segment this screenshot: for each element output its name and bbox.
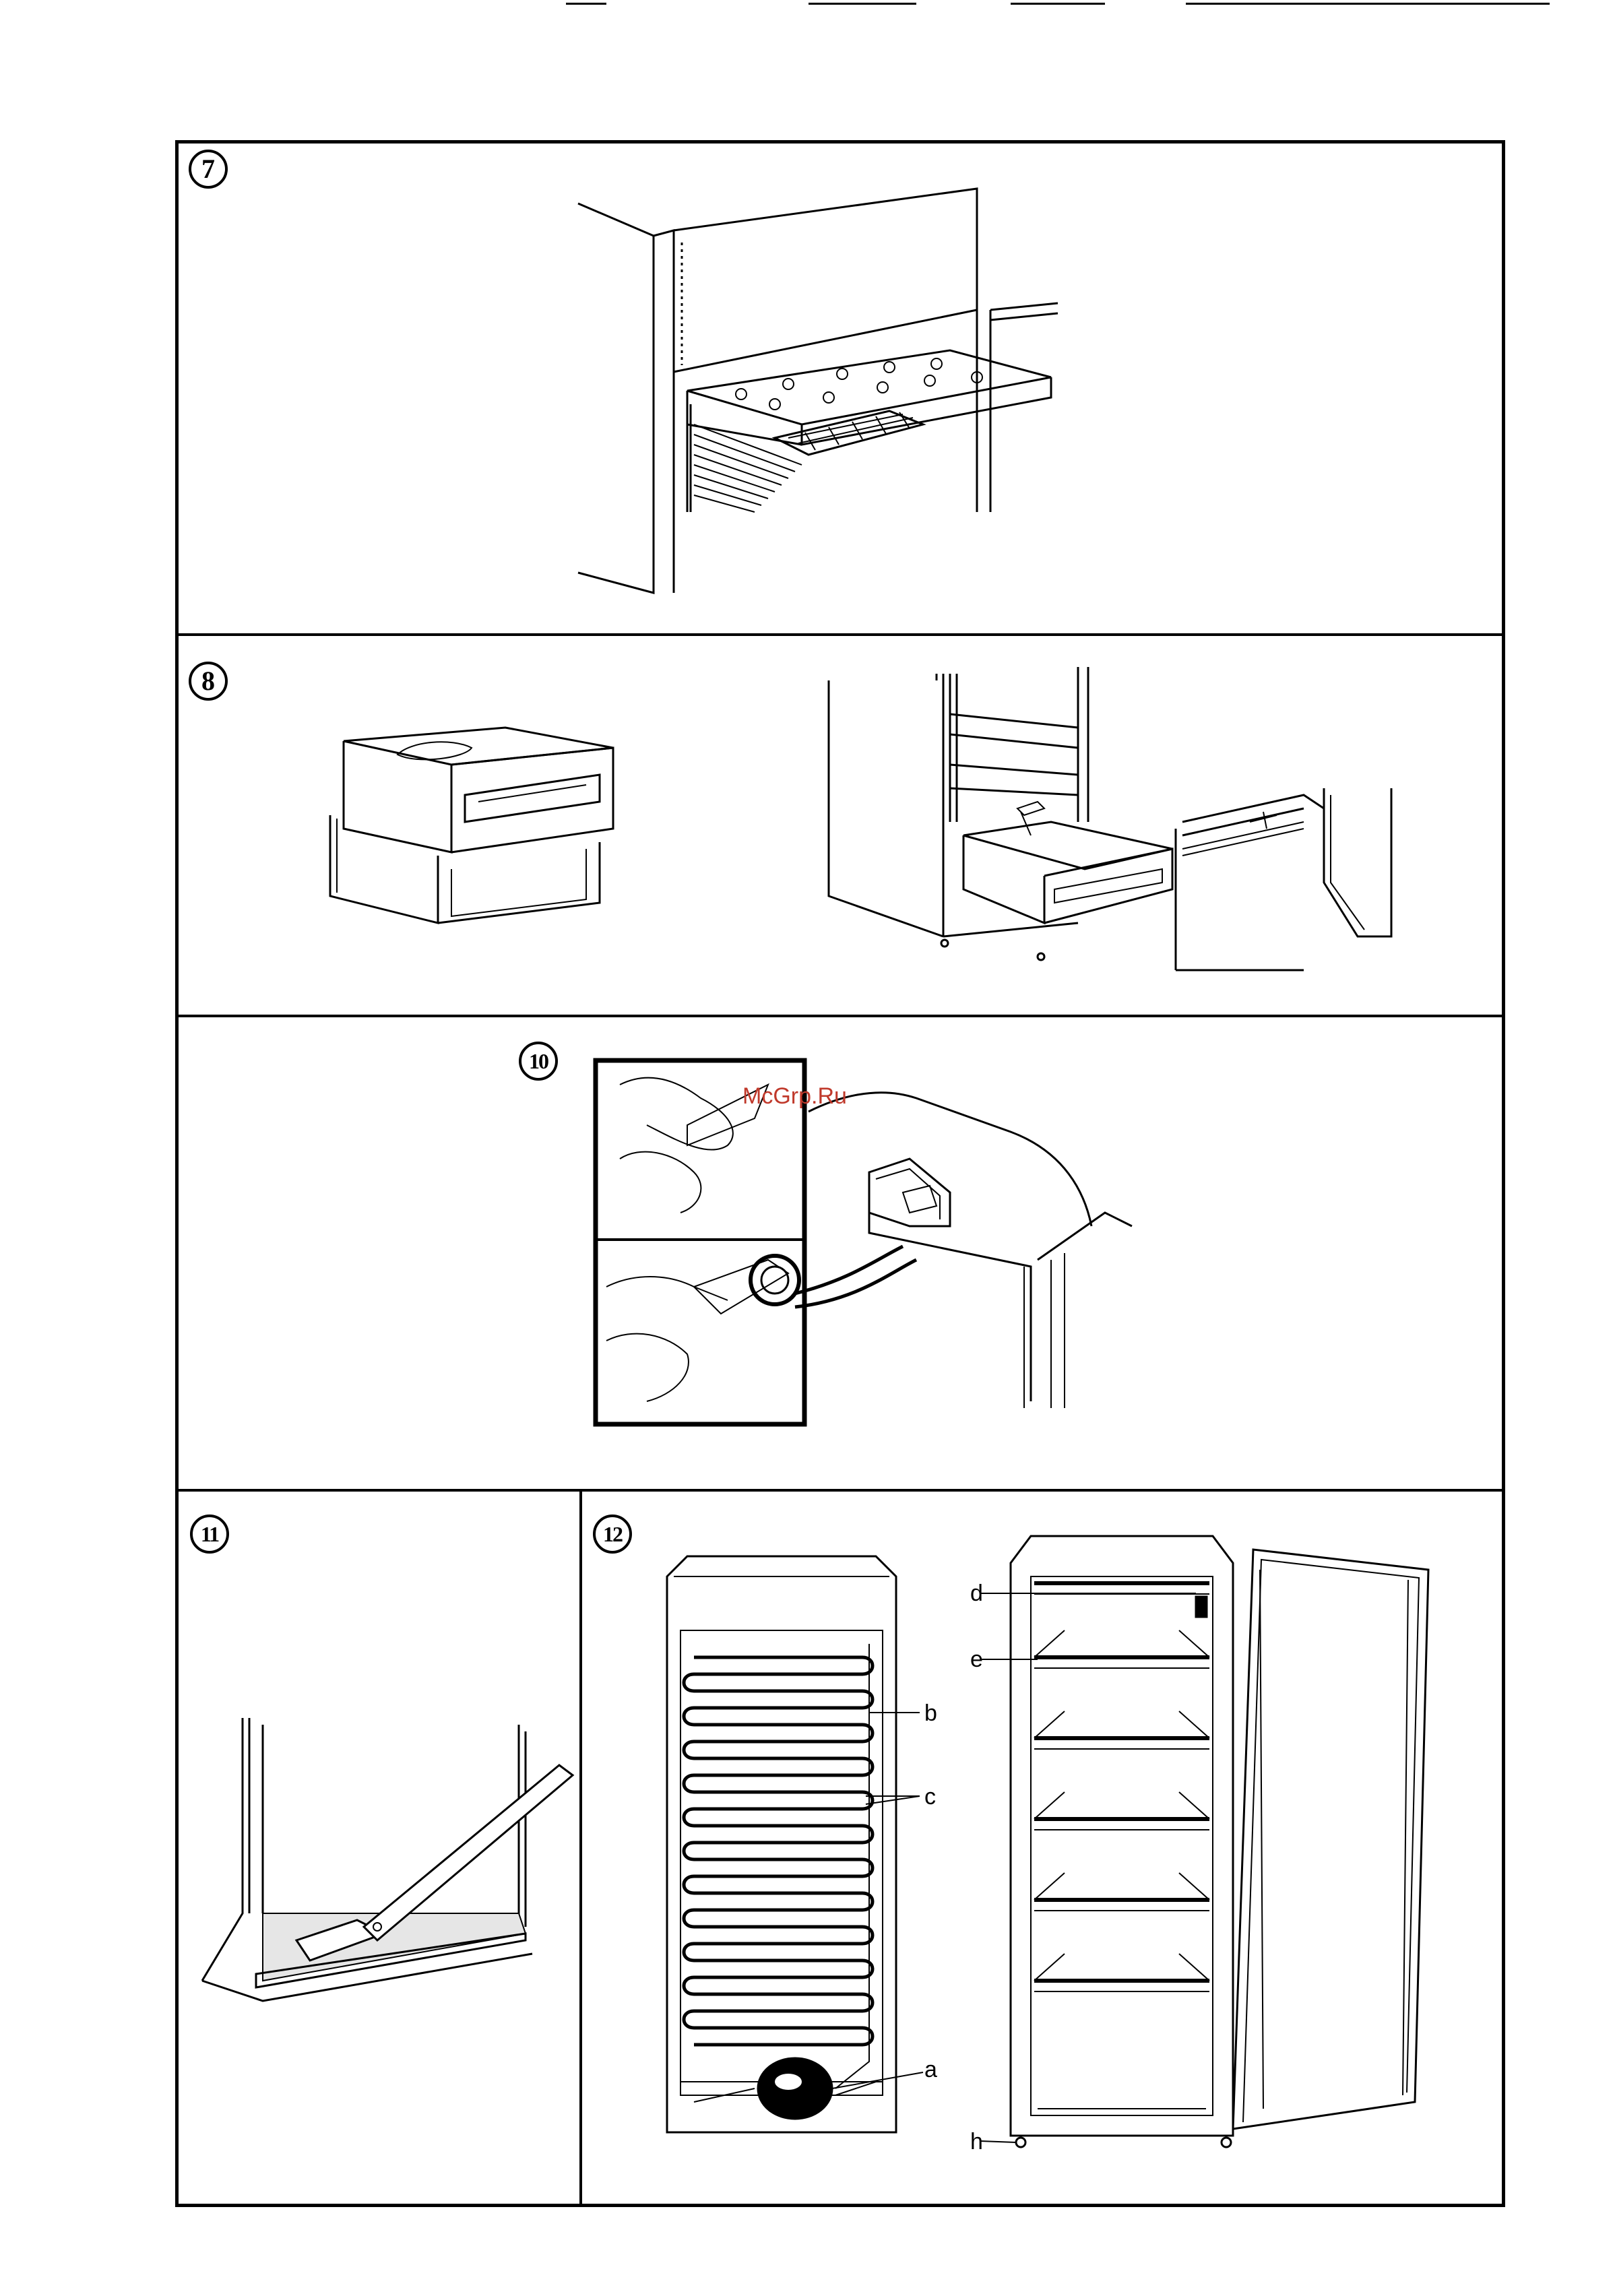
freezer-front-open-illustration <box>1011 1529 1455 2149</box>
figure-number-12: 12 <box>593 1514 632 1554</box>
figure-number-7: 7 <box>189 150 228 189</box>
panel-divider <box>175 1489 1505 1492</box>
label-b: b <box>924 1702 937 1725</box>
label-a: a <box>924 2058 937 2081</box>
top-rule <box>1011 3 1105 5</box>
freezer-ice-tray-illustration <box>573 195 1058 613</box>
panel-divider <box>175 633 1505 636</box>
top-rule <box>809 3 916 5</box>
top-rule <box>1186 3 1550 5</box>
figure-number-11: 11 <box>190 1514 229 1554</box>
socket-and-plug-illustration <box>593 1058 1132 1462</box>
defrost-scraper-illustration <box>195 1711 573 2021</box>
label-d: d <box>970 1582 983 1605</box>
figure-number-8: 8 <box>189 662 228 701</box>
panel-divider <box>579 1489 582 2207</box>
freezer-drawer-open-illustration <box>822 674 1199 984</box>
panel-divider <box>175 1015 1505 1017</box>
freezer-back-view-illustration <box>667 1550 910 2136</box>
drawer-detail-illustration <box>1169 782 1398 977</box>
stacked-drawers-illustration <box>317 701 627 957</box>
figure-number-10: 10 <box>519 1042 558 1081</box>
top-rule <box>566 3 606 5</box>
label-h: h <box>970 2130 983 2153</box>
watermark: McGrp.Ru <box>742 1083 847 1110</box>
label-c: c <box>924 1785 936 1808</box>
label-e: e <box>970 1648 983 1671</box>
